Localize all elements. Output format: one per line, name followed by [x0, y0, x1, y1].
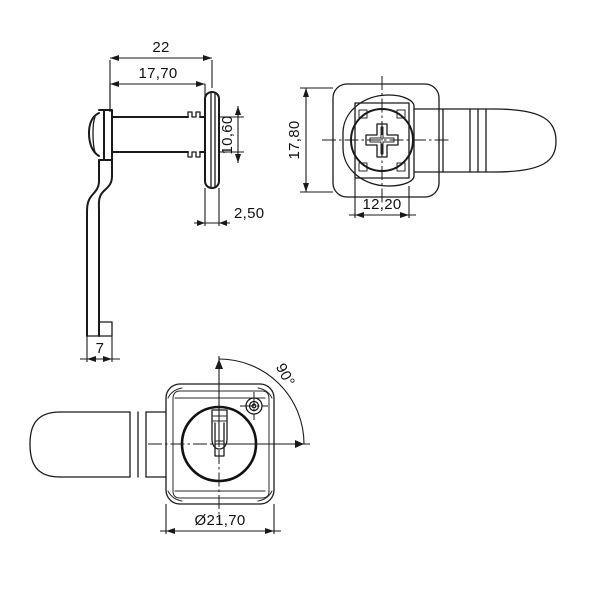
dimension-value-1770: 17,70 — [138, 65, 177, 82]
side-view-geometry — [86, 91, 220, 337]
dimension-value-22: 22 — [152, 39, 169, 56]
dimension-7: 7 — [80, 336, 120, 362]
dimension-1770: 17,70 — [109, 65, 206, 112]
dimension-value-1060: 10,60 — [219, 115, 236, 154]
dimension-value-7: 7 — [96, 340, 105, 357]
plan-view: 90° Ø21,70 — [29, 356, 310, 534]
front-view-geometry — [322, 76, 557, 204]
dimension-1220: 12,20 — [349, 178, 416, 218]
dimension-value-250: 2,50 — [234, 205, 264, 222]
front-view: 17,80 12,20 — [286, 76, 557, 218]
side-view: 22 17,70 10,60 — [80, 39, 264, 362]
dimension-value-2170: Ø21,70 — [194, 512, 245, 529]
dimension-value-1220: 12,20 — [362, 196, 401, 213]
plan-view-geometry — [29, 360, 300, 520]
dimension-1060: 10,60 — [219, 106, 244, 163]
dimension-2170: Ø21,70 — [160, 504, 281, 534]
rotation-angle-90: 90° — [215, 356, 310, 448]
dimension-value-1780: 17,80 — [286, 120, 303, 159]
dimension-1780: 17,80 — [286, 87, 333, 193]
dimension-value-90deg: 90° — [272, 360, 298, 389]
dimension-250: 2,50 — [194, 188, 264, 226]
dimension-22: 22 — [109, 39, 213, 112]
